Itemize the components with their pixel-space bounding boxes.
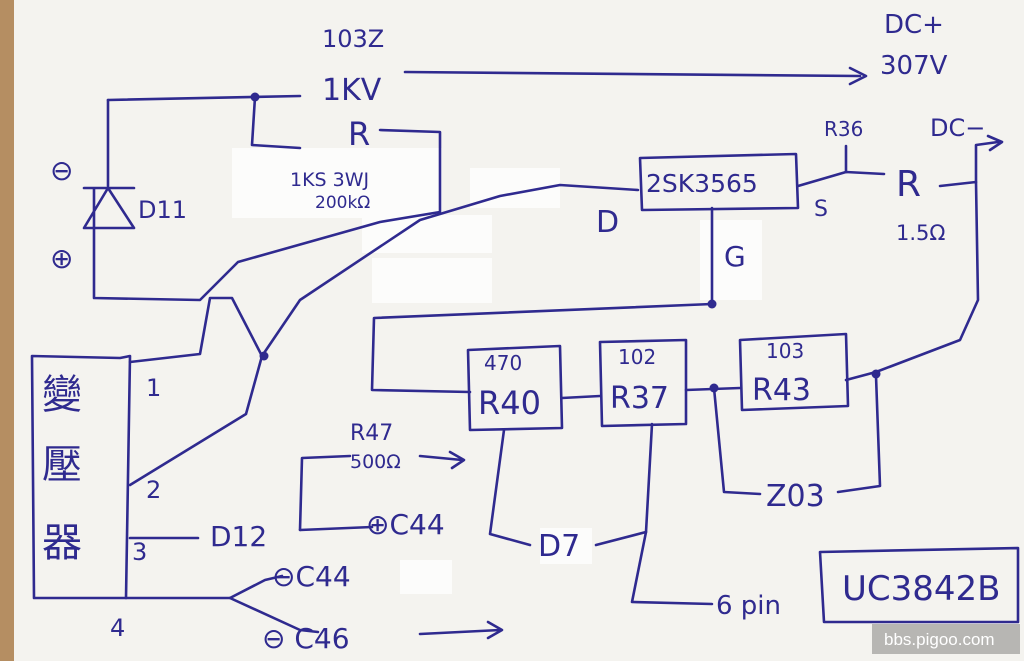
tape-mid-2: [372, 258, 492, 303]
label-z03: Z03: [766, 479, 825, 514]
label-d12: D12: [210, 520, 267, 553]
label-transformer-2: 壓: [42, 442, 82, 488]
label-r37: R37: [610, 381, 669, 416]
tape-gate: [700, 220, 762, 300]
label-dc-minus: DC−: [930, 114, 985, 142]
wire-r40-r37: [560, 394, 602, 400]
label-mosfet: 2SK3565: [646, 169, 758, 198]
label-r36: R36: [824, 117, 863, 141]
label-r40: R40: [478, 384, 541, 422]
label-sense-r: R: [896, 164, 921, 205]
wire-top: [106, 94, 302, 102]
label-gate: G: [724, 240, 746, 273]
label-ic: UC3842B: [842, 569, 1000, 609]
label-r40-value: 470: [484, 351, 522, 375]
uc3842-box: [818, 546, 1020, 624]
label-transformer-1: 變: [42, 372, 82, 418]
label-transformer-3: 器: [42, 520, 82, 566]
wire-to-r: [250, 95, 302, 150]
r43-box: [738, 332, 850, 412]
label-resistor-spec-1: 1KS 3WJ: [290, 169, 369, 191]
junction-r43-right: [871, 369, 881, 379]
wire-d12-r47: [298, 454, 352, 532]
wire-r40-d7: [488, 428, 532, 547]
label-r37-value: 102: [618, 345, 656, 369]
arrow-c46: [486, 620, 504, 640]
label-resistor-r: R: [348, 115, 370, 153]
junctions: [250, 92, 881, 393]
label-d11: D11: [138, 196, 187, 224]
arrow-dcplus: [848, 66, 868, 86]
wire-c46-arrow: [418, 628, 502, 636]
label-c44-plus: ⊕C44: [366, 508, 445, 541]
wire-source-r: [796, 170, 886, 188]
label-c46: ⊖ C46: [262, 622, 350, 655]
label-r47-value: 500Ω: [350, 451, 401, 473]
label-pin-3: 3: [132, 538, 147, 566]
junction-transformer: [259, 351, 269, 361]
watermark: bbs.pigoo.com: [884, 630, 995, 649]
tape-resistor: [232, 148, 442, 218]
label-resistor-spec-2: 200kΩ: [315, 193, 370, 213]
table-edge: [0, 0, 14, 661]
wire-to-6pin: [630, 530, 714, 606]
label-d7: D7: [538, 529, 580, 564]
mosfet-box: [638, 152, 800, 212]
wire-gate-loop: [370, 302, 714, 394]
label-cap-code: 103Z: [322, 25, 384, 53]
wire-dcminus-up: [974, 140, 1000, 184]
arrow-r47: [448, 450, 466, 470]
wire-d12-c44: [298, 525, 374, 532]
label-dc-plus-voltage: 307V: [880, 51, 948, 81]
label-d11-plus: ⊕: [50, 242, 73, 275]
wire-r-loop: [92, 128, 442, 302]
junction-r37-r43: [709, 383, 719, 393]
label-c44-minus: ⊖C44: [272, 560, 351, 593]
wire-to-z03: [712, 386, 762, 496]
wire-pin4-c44: [124, 574, 284, 600]
transformer-box: [30, 354, 132, 600]
wires: [30, 66, 1020, 640]
diode-d11-symbol: [82, 186, 136, 230]
label-dc-plus: DC+: [884, 10, 944, 40]
junction-gate: [707, 299, 717, 309]
junction-top: [250, 92, 260, 102]
wire-pin1-pin2: [128, 296, 264, 487]
label-cap-voltage: 1KV: [322, 73, 382, 108]
wire-pin4-c46: [228, 596, 320, 634]
label-d11-minus: ⊖: [50, 154, 73, 187]
arrow-dcminus: [986, 134, 1004, 152]
tape-c44: [400, 560, 452, 594]
tape-strips: [232, 148, 762, 594]
r37-box: [598, 338, 688, 428]
wire-dcminus: [844, 180, 980, 382]
wire-r47-arrow: [418, 454, 464, 462]
label-pin-2: 2: [146, 476, 161, 504]
wire-to-drain: [260, 183, 640, 358]
label-sense-r-value: 1.5Ω: [896, 221, 945, 245]
tape-d7: [540, 528, 592, 564]
wire-dcplus-arrow: [403, 70, 862, 78]
label-6pin: 6 pin: [716, 591, 781, 621]
label-r43: R43: [752, 373, 811, 408]
wire-d7-r37: [594, 422, 654, 547]
wire-z03-right: [836, 374, 882, 494]
r40-box: [466, 344, 564, 432]
label-source: S: [814, 197, 828, 222]
label-r43-value: 103: [766, 339, 804, 363]
label-drain: D: [596, 205, 619, 240]
labels: 103Z 1KV DC+ 307V R 1KS 3WJ 200kΩ D11 ⊖ …: [42, 10, 1000, 655]
label-pin-4: 4: [110, 614, 125, 642]
label-r47: R47: [350, 421, 393, 446]
watermark-bg: [872, 624, 1020, 654]
label-pin-1: 1: [146, 374, 161, 402]
